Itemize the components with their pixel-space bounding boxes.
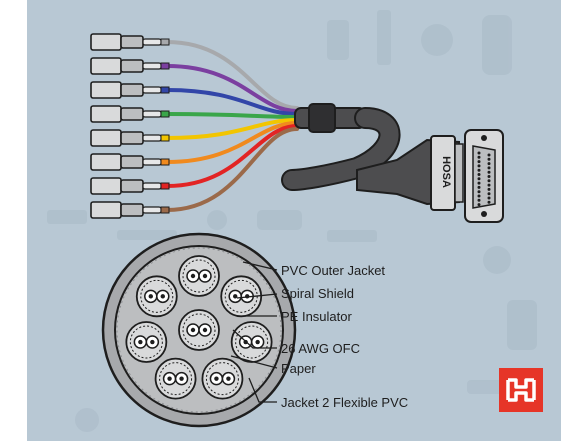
core-pair-2 [220,275,263,318]
xlr-plug-4 [90,129,170,147]
db25-pin [487,162,491,166]
core-pair-7 [135,275,178,318]
wire-group [165,40,299,212]
db25-pin [477,203,481,207]
xlr-plug-0 [90,33,170,51]
xlr-plug-7 [90,201,170,219]
db25-pin [477,185,481,189]
label-spiral-shield: Spiral Shield [281,286,354,301]
label-pvc-outer-jacket: PVC Outer Jacket [281,263,385,278]
label-pe-insulator: PE Insulator [281,309,352,324]
db25-pin [487,200,491,204]
db25-pin [487,196,491,200]
xlr-plug-6 [90,177,170,195]
callout-labels: PVC Outer Jacket Spiral Shield PE Insula… [281,263,408,410]
db25-pin [477,168,481,172]
db25-pin [477,173,481,176]
db25-pin [477,194,481,198]
db25-pin [487,153,491,157]
core-pair-5 [154,357,197,400]
core-pair-1 [178,255,220,297]
connector-brand-mark: HOSA [440,156,452,188]
label-26-awg-ofc: 26 AWG OFC [281,341,360,356]
db25-pin [477,155,481,159]
wire-1 [165,64,299,113]
hosa-logo-icon [499,368,543,412]
core-pair-0 [178,309,220,351]
xlr-plug-2 [90,81,170,99]
label-jacket-2-flexible-pvc: Jacket 2 Flexible PVC [281,395,408,410]
db25-connector: HOSA [356,135,464,211]
db25-pin [477,190,481,194]
wire-2 [165,88,299,116]
db25-pin [487,157,491,161]
multicore-cable [281,103,401,191]
background-pattern [47,10,537,432]
db25-pin [487,179,491,183]
wire-3 [165,112,299,119]
callout-lines [230,261,278,403]
db25-pin [487,192,491,196]
cable-cross-section [101,232,297,428]
db25-pin [477,181,481,185]
wire-5 [165,121,299,164]
db25-pin [477,160,481,164]
db25-pin [477,164,481,168]
xlr-plug-1 [90,57,170,75]
db25-pin [487,175,491,178]
cable-diagram: HOSA PVC Outer Jacket Spiral Shield PE I… [27,0,561,441]
core-pair-3 [230,321,273,363]
db25-pin [477,198,481,202]
wire-6 [165,124,299,188]
db25-pin [487,170,491,174]
wire-4 [165,118,299,140]
db25-pin [487,183,491,187]
core-pair-4 [201,357,244,400]
label-paper: Paper [281,361,316,376]
wire-7 [165,127,299,212]
plug-group [90,33,170,219]
db25-pin [477,177,481,181]
xlr-plug-5 [90,153,170,171]
db25-face [464,129,504,223]
db25-pin [487,187,491,191]
core-pair-6 [125,321,168,363]
wire-0 [165,40,299,110]
xlr-plug-3 [90,105,170,123]
db25-pin [487,166,491,170]
db25-pin [477,151,481,155]
